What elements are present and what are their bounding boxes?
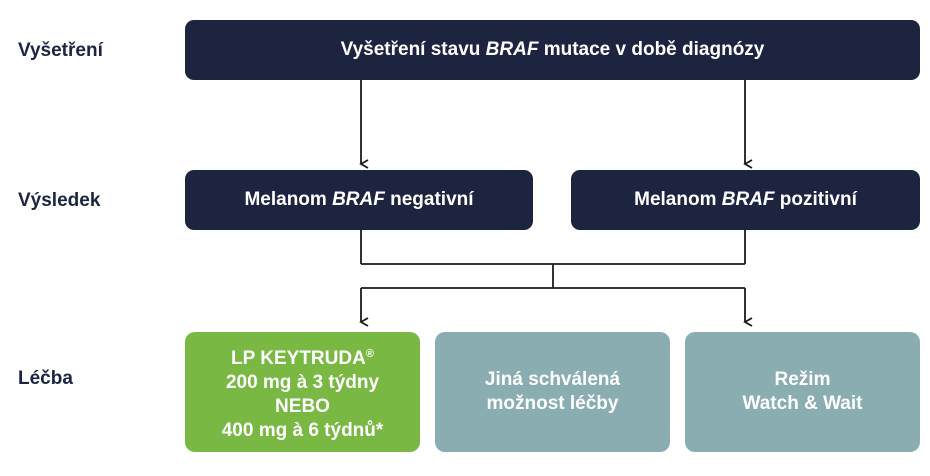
row-label-treatment: Léčba	[18, 368, 73, 389]
row-label-result: Výsledek	[18, 190, 101, 211]
braf-positive-box: Melanom BRAF pozitivní	[571, 170, 920, 230]
braf-negative-text: Melanom BRAF negativní	[244, 189, 474, 210]
other-treatment-line-1: Jiná schválená	[484, 369, 621, 390]
other-treatment-line-2: možnost léčby	[486, 393, 619, 414]
exam-box: Vyšetření stavu BRAF mutace v době diagn…	[185, 20, 920, 80]
braf-negative-box: Melanom BRAF negativní	[185, 170, 533, 230]
row-label-exam: Vyšetření	[18, 40, 103, 61]
braf-positive-text: Melanom BRAF pozitivní	[634, 189, 857, 210]
keytruda-box: LP KEYTRUDA® 200 mg à 3 týdny NEBO 400 m…	[185, 332, 420, 452]
keytruda-line-2: 200 mg à 3 týdny	[225, 371, 380, 393]
other-treatment-box: Jiná schválená možnost léčby	[435, 332, 670, 452]
watch-wait-line-2: Watch & Wait	[742, 393, 863, 414]
keytruda-line-4: 400 mg à 6 týdnů*	[221, 419, 384, 441]
watch-wait-box: Režim Watch & Wait	[685, 332, 920, 452]
keytruda-line-1: LP KEYTRUDA®	[231, 347, 374, 369]
keytruda-line-3: NEBO	[275, 395, 330, 417]
exam-box-text: Vyšetření stavu BRAF mutace v době diagn…	[340, 39, 765, 60]
watch-wait-line-1: Režim	[774, 369, 831, 390]
